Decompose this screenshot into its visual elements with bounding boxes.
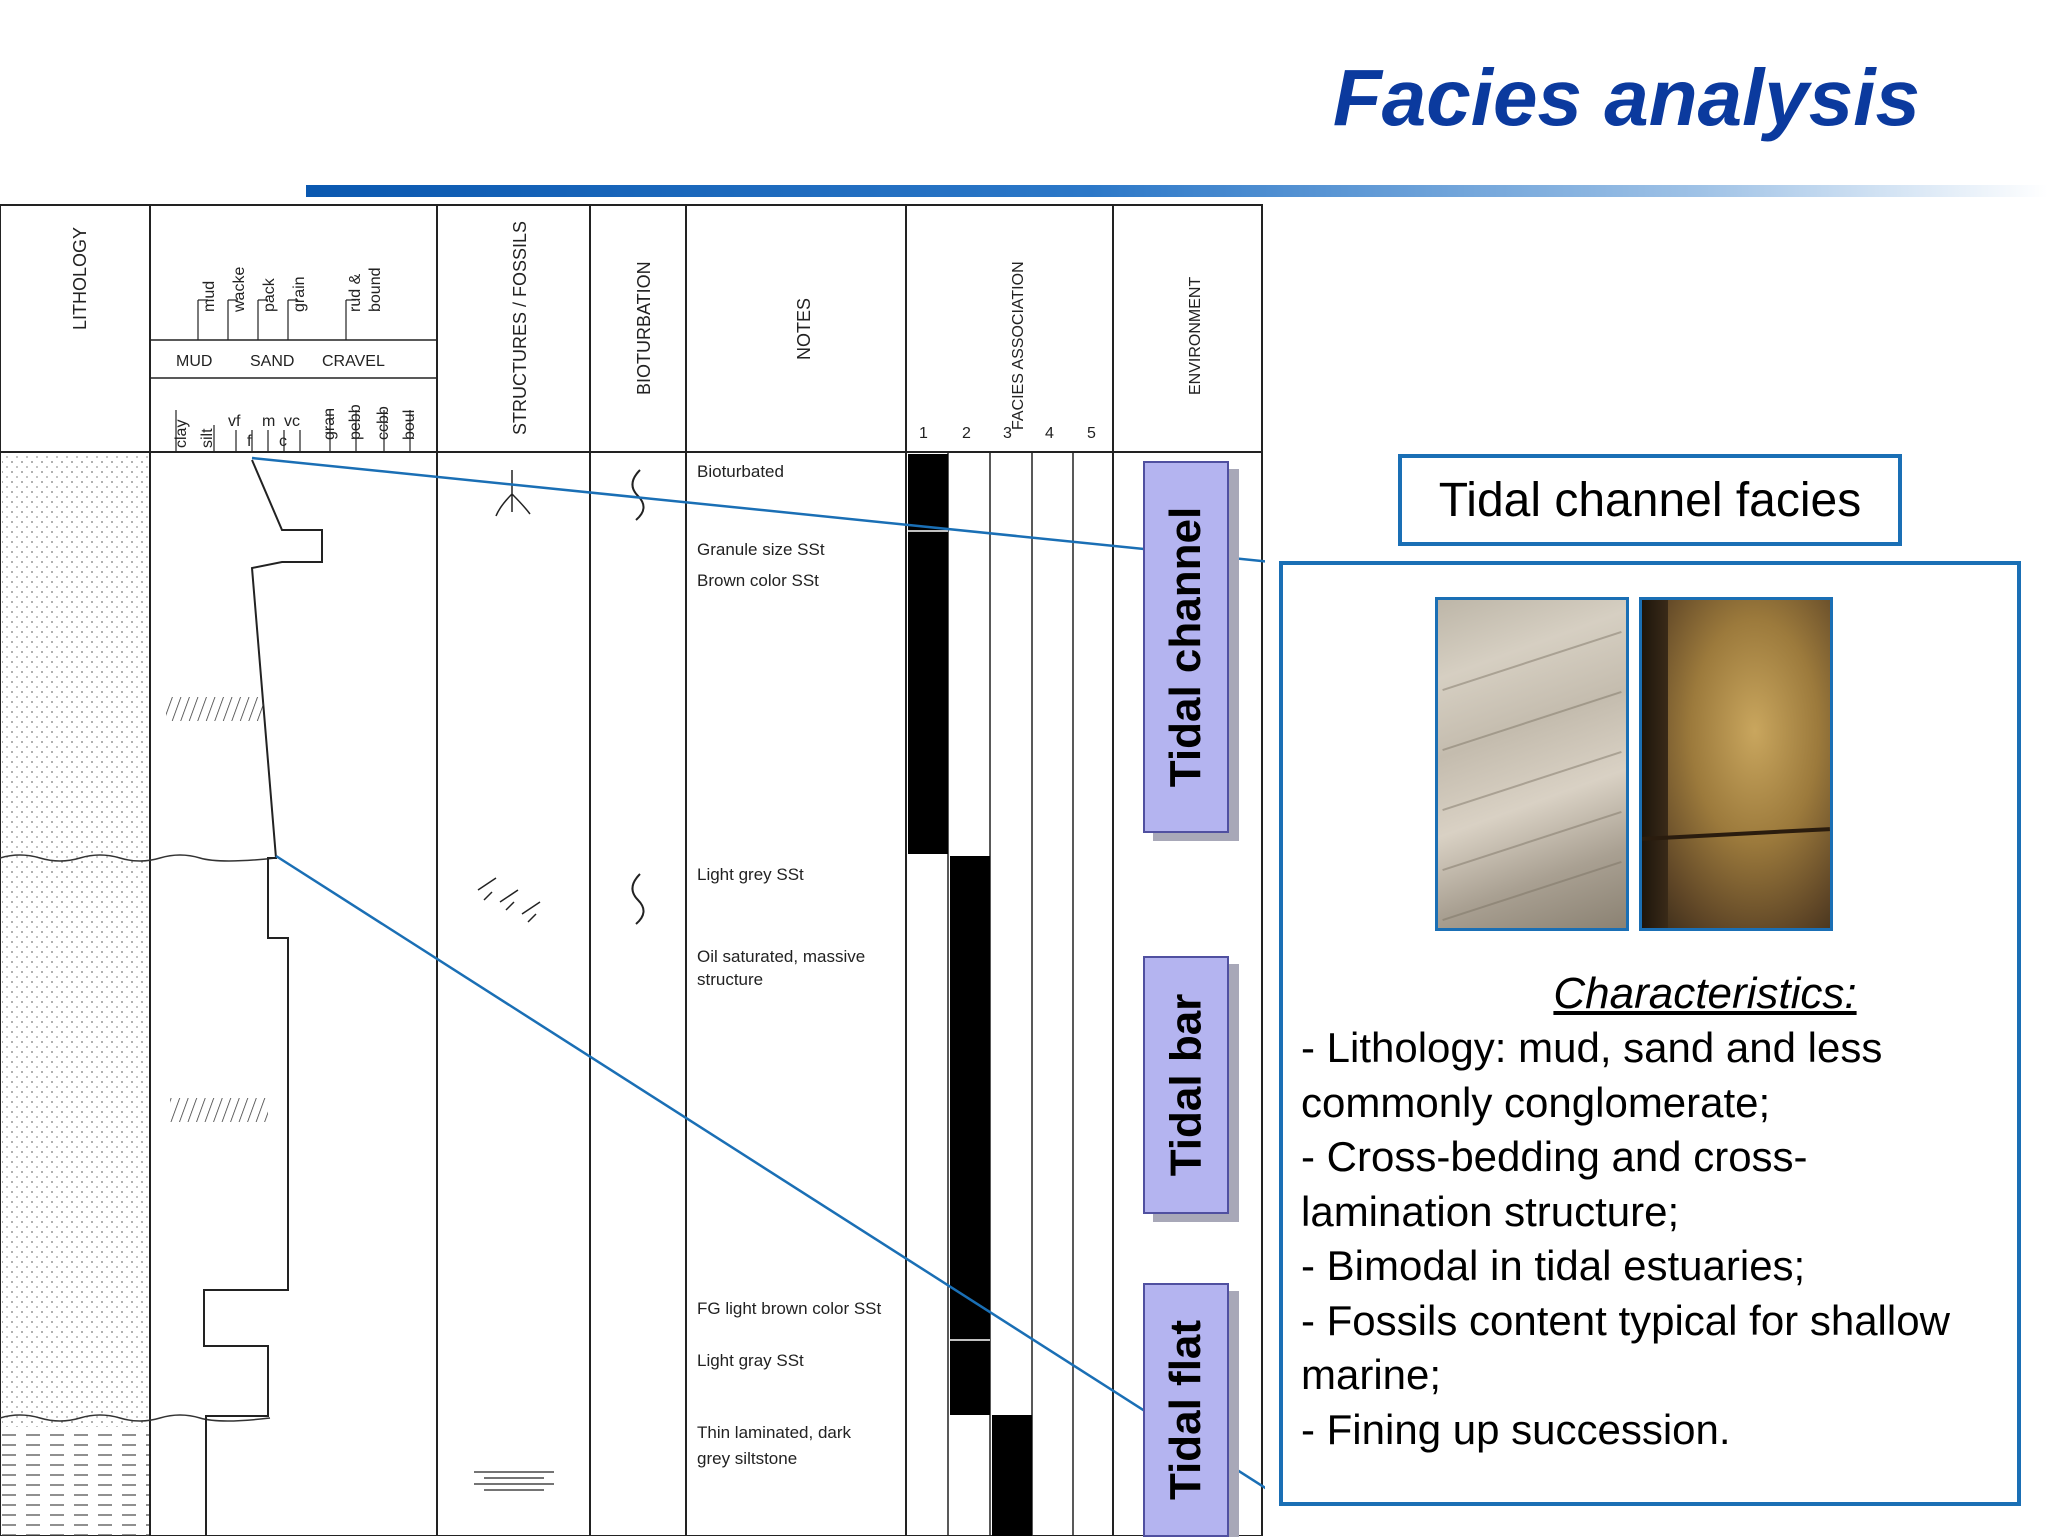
grain-size-profile bbox=[203, 459, 323, 1536]
facies-number-1: 1 bbox=[919, 425, 928, 442]
characteristic-line: - Fossils content typical for shallow bbox=[1301, 1296, 1950, 1344]
grain-bottom-silt: silt bbox=[199, 428, 216, 448]
grain-top-bound: bound bbox=[367, 268, 384, 313]
note-structure: structure bbox=[697, 970, 763, 989]
header-lithology: LITHOLOGY bbox=[70, 227, 90, 330]
lithology-sandstone bbox=[2, 454, 149, 1427]
env-tidal-flat: Tidal flat bbox=[1143, 1283, 1229, 1537]
grain-bottom-m: m bbox=[262, 413, 275, 430]
note-thin-laminated: Thin laminated, dark bbox=[697, 1423, 852, 1442]
grain-bottom-vf: vf bbox=[228, 413, 241, 430]
grain-scale-top bbox=[197, 299, 356, 340]
grain-bottom-vc: vc bbox=[284, 413, 300, 430]
grain-mid-gravel: CRAVEL bbox=[322, 353, 385, 370]
header-facies-association: FACIES ASSOCIATION bbox=[1010, 261, 1027, 430]
characteristic-line: - Fining up succession. bbox=[1301, 1405, 1731, 1453]
facies-number-4: 4 bbox=[1045, 425, 1054, 442]
characteristic-line: marine; bbox=[1301, 1351, 1442, 1398]
grain-bottom-c: c bbox=[279, 433, 287, 450]
connector-line-bottom bbox=[275, 854, 1265, 1490]
note-fg-light-brown: FG light brown color SSt bbox=[697, 1299, 882, 1318]
env-tidal-flat-text: Tidal flat bbox=[1161, 1319, 1211, 1501]
characteristics-list: - Lithology: mud, sand and less commonly… bbox=[1301, 1021, 2011, 1457]
grain-top-pack: pack bbox=[261, 277, 278, 312]
connector-line-top bbox=[251, 456, 1265, 563]
lithology-siltstone bbox=[2, 1427, 149, 1536]
facies-number-5: 5 bbox=[1087, 425, 1096, 442]
env-tidal-channel-text: Tidal channel bbox=[1161, 506, 1210, 788]
grain-mid-sand: SAND bbox=[250, 353, 294, 370]
header-environment: ENVIRONMENT bbox=[1187, 277, 1204, 395]
characteristic-line: commonly conglomerate; bbox=[1301, 1078, 1771, 1126]
title-underline bbox=[306, 185, 2048, 197]
grain-top-mud: mud bbox=[201, 281, 218, 312]
burrow-icon-2 bbox=[631, 873, 645, 925]
characteristic-line: - Cross-bedding and cross- bbox=[1301, 1133, 1808, 1180]
facies-number-3: 3 bbox=[1003, 425, 1012, 442]
core-photo-oil-stained bbox=[1639, 597, 1833, 931]
grain-top-wacke: wacke bbox=[231, 267, 248, 313]
header-notes: NOTES bbox=[794, 298, 814, 360]
burrow-icon-1 bbox=[631, 469, 645, 521]
grain-bottom-f: f bbox=[247, 433, 252, 450]
facies-bar-1 bbox=[908, 454, 948, 854]
lamination-icon bbox=[474, 1471, 554, 1491]
env-tidal-bar-text: Tidal bar bbox=[1161, 993, 1211, 1177]
root-trace-icon bbox=[495, 470, 531, 517]
note-granule-sst: Granule size SSt bbox=[697, 540, 825, 559]
note-bioturbated: Bioturbated bbox=[697, 462, 784, 481]
grain-mid-mud: MUD bbox=[176, 353, 212, 370]
note-light-grey-sst: Light grey SSt bbox=[697, 865, 804, 884]
note-light-gray-sst: Light gray SSt bbox=[697, 1351, 804, 1370]
callout-title: Tidal channel facies bbox=[1398, 454, 1902, 546]
grain-top-rud: rud & bbox=[347, 273, 364, 312]
grain-bottom-gran: gran bbox=[321, 408, 338, 440]
core-photo-grey bbox=[1435, 597, 1629, 931]
grain-top-grain: grain bbox=[291, 276, 308, 312]
grain-bottom-pebb: pebb bbox=[347, 404, 364, 440]
grain-bottom-ccbb: ccbb bbox=[375, 406, 392, 440]
characteristics-title: Characteristics: bbox=[1553, 969, 1857, 1018]
facies-number-2: 2 bbox=[962, 425, 971, 442]
facies-bar-2 bbox=[950, 856, 990, 1415]
characteristic-line: - Bimodal in tidal estuaries; bbox=[1301, 1242, 1806, 1289]
characteristic-line: - Lithology: mud, sand and less bbox=[1301, 1024, 1883, 1071]
note-dark-grey-siltstone: grey siltstone bbox=[697, 1449, 797, 1468]
characteristic-line: lamination structure; bbox=[1301, 1187, 1680, 1235]
cross-bedding-icon bbox=[477, 877, 541, 923]
slide-title: Facies analysis bbox=[1332, 53, 1920, 142]
grain-bottom-boul: boul bbox=[401, 410, 418, 440]
note-brown-sst: Brown color SSt bbox=[697, 571, 819, 590]
callout-box: Characteristics: - Lithology: mud, sand … bbox=[1279, 561, 2021, 1506]
header-bioturbation: BIOTURBATION bbox=[634, 261, 654, 395]
sedimentary-log: LITHOLOGY STRUCTURES / FOSSILS BIOTURBAT… bbox=[0, 204, 1265, 1536]
header-structures: STRUCTURES / FOSSILS bbox=[510, 221, 530, 435]
facies-bar-3 bbox=[992, 1415, 1032, 1536]
note-oil-saturated: Oil saturated, massive bbox=[697, 947, 865, 966]
grain-bottom-clay: clay bbox=[173, 420, 190, 448]
env-tidal-bar: Tidal bar bbox=[1143, 956, 1229, 1214]
env-tidal-channel: Tidal channel bbox=[1143, 461, 1229, 833]
